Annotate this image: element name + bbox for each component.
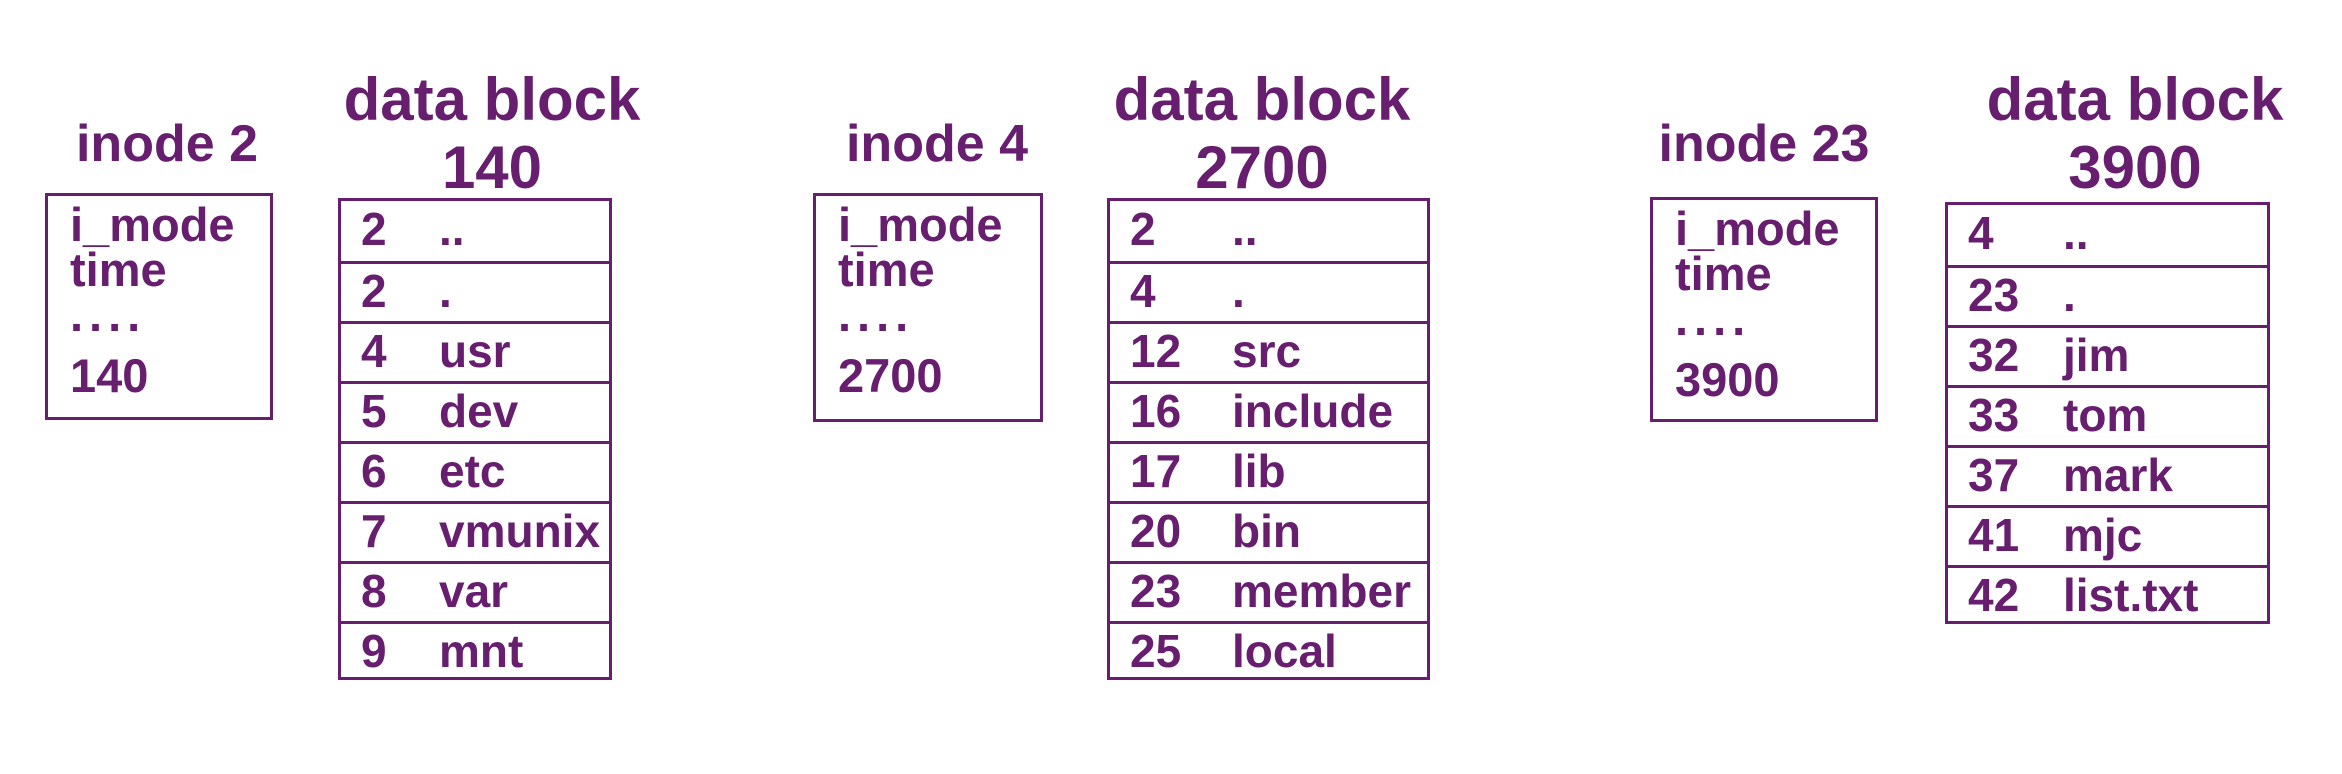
directory-entry: 2..	[1110, 201, 1427, 257]
directory-entry: 9 mnt	[341, 621, 609, 677]
inode-field-time: time	[1675, 247, 1772, 300]
inode-block-pointer: 3900	[1675, 353, 1780, 406]
entry-name: ..	[439, 203, 465, 255]
inode-field-time: time	[70, 243, 167, 296]
entry-inode-number: 16	[1130, 384, 1182, 437]
entry-name: mark	[2063, 448, 2173, 501]
directory-entry: 25 local	[1110, 621, 1427, 677]
entry-name: ..	[2063, 207, 2089, 259]
data-block-label-line1: data block	[1113, 66, 1411, 133]
directory-entry: 42 list.txt	[1948, 565, 2267, 621]
directory-entry: 32 jim	[1948, 325, 2267, 381]
entry-inode-number: 5	[361, 384, 387, 437]
inode-field-ellipsis: ....	[70, 288, 147, 341]
inode-block-pointer: 140	[70, 349, 149, 402]
entry-name: .	[2063, 268, 2076, 321]
directory-table: 4.. 23. 32 jim 33 tom 37 mark 41 mjc 42 list.…	[1945, 202, 2270, 624]
entry-name: ..	[1232, 203, 1258, 255]
directory-entry: 2.	[341, 261, 609, 317]
directory-entry: 33 tom	[1948, 385, 2267, 441]
data-block-label: data block 2700	[1102, 66, 1422, 202]
directory-entry: 7 vmunix	[341, 501, 609, 557]
data-block-label: data block 3900	[1975, 66, 2295, 202]
entry-name: include	[1232, 384, 1394, 437]
entry-name: .	[439, 264, 452, 317]
directory-entry: 20 bin	[1110, 501, 1427, 557]
inode-field-mode: i_mode	[838, 198, 1003, 251]
entry-inode-number: 23	[1130, 564, 1182, 617]
entry-inode-number: 41	[1968, 508, 2020, 561]
directory-entry: 6 etc	[341, 441, 609, 497]
inode-field-ellipsis: ....	[1675, 292, 1752, 345]
entry-name: mnt	[439, 624, 524, 677]
data-block-label-line1: data block	[1986, 66, 2284, 133]
entry-name: .	[1232, 264, 1245, 317]
entry-name: usr	[439, 324, 511, 377]
directory-entry: 23.	[1948, 265, 2267, 321]
entry-inode-number: 4	[1968, 207, 1994, 259]
directory-table: 2.. 2. 4 usr 5 dev 6 etc 7 vmunix 8 var 9 mnt	[338, 198, 612, 680]
entry-inode-number: 2	[361, 203, 387, 255]
entry-name: bin	[1232, 504, 1301, 557]
directory-table: 2.. 4. 12 src 16 include 17 lib 20 bin 23 mem…	[1107, 198, 1430, 680]
directory-entry: 5 dev	[341, 381, 609, 437]
inode-field-mode: i_mode	[1675, 202, 1840, 255]
entry-name: tom	[2063, 388, 2148, 441]
entry-inode-number: 7	[361, 504, 387, 557]
directory-entry: 37 mark	[1948, 445, 2267, 501]
entry-inode-number: 4	[1130, 264, 1156, 317]
inode-label: inode 4	[845, 115, 1029, 173]
entry-inode-number: 2	[361, 264, 387, 317]
entry-inode-number: 25	[1130, 624, 1182, 677]
entry-name: jim	[2063, 328, 2130, 381]
inode-box: i_mode time .... 140	[45, 193, 273, 420]
entry-name: local	[1232, 624, 1337, 677]
data-block-label: data block 140	[332, 66, 652, 202]
entry-inode-number: 9	[361, 624, 387, 677]
entry-inode-number: 42	[1968, 568, 2020, 621]
data-block-number: 3900	[2068, 134, 2202, 201]
entry-inode-number: 37	[1968, 448, 2020, 501]
entry-inode-number: 23	[1968, 268, 2020, 321]
directory-entry: 2..	[341, 201, 609, 257]
inode-label: inode 23	[1658, 115, 1870, 173]
directory-entry: 4.	[1110, 261, 1427, 317]
inode-box: i_mode time .... 3900	[1650, 197, 1878, 422]
entry-name: lib	[1232, 444, 1286, 497]
inode-field-time: time	[838, 243, 935, 296]
directory-entry: 4 usr	[341, 321, 609, 377]
directory-entry: 41 mjc	[1948, 505, 2267, 561]
entry-inode-number: 20	[1130, 504, 1182, 557]
directory-entry: 16 include	[1110, 381, 1427, 437]
entry-name: mjc	[2063, 508, 2143, 561]
entry-inode-number: 32	[1968, 328, 2020, 381]
inode-field-ellipsis: ....	[838, 288, 915, 341]
entry-name: vmunix	[439, 504, 601, 557]
entry-inode-number: 12	[1130, 324, 1182, 377]
inode-box: i_mode time .... 2700	[813, 193, 1043, 422]
directory-entry: 8 var	[341, 561, 609, 617]
entry-inode-number: 4	[361, 324, 387, 377]
entry-inode-number: 8	[361, 564, 387, 617]
data-block-label-line1: data block	[343, 66, 641, 133]
entry-name: dev	[439, 384, 519, 437]
inode-field-mode: i_mode	[70, 198, 235, 251]
directory-entry: 17 lib	[1110, 441, 1427, 497]
data-block-number: 2700	[1195, 134, 1329, 201]
entry-inode-number: 17	[1130, 444, 1182, 497]
directory-entry: 12 src	[1110, 321, 1427, 377]
directory-entry: 4..	[1948, 205, 2267, 261]
directory-entry: 23 member	[1110, 561, 1427, 617]
entry-name: list.txt	[2063, 568, 2199, 621]
entry-inode-number: 33	[1968, 388, 2020, 441]
entry-name: src	[1232, 324, 1302, 377]
data-block-number: 140	[441, 134, 543, 201]
entry-name: member	[1232, 564, 1411, 617]
entry-name: var	[439, 564, 509, 617]
inode-label: inode 2	[75, 115, 259, 173]
entry-name: etc	[439, 444, 506, 497]
entry-inode-number: 2	[1130, 203, 1156, 255]
inode-block-pointer: 2700	[838, 349, 943, 402]
entry-inode-number: 6	[361, 444, 387, 497]
